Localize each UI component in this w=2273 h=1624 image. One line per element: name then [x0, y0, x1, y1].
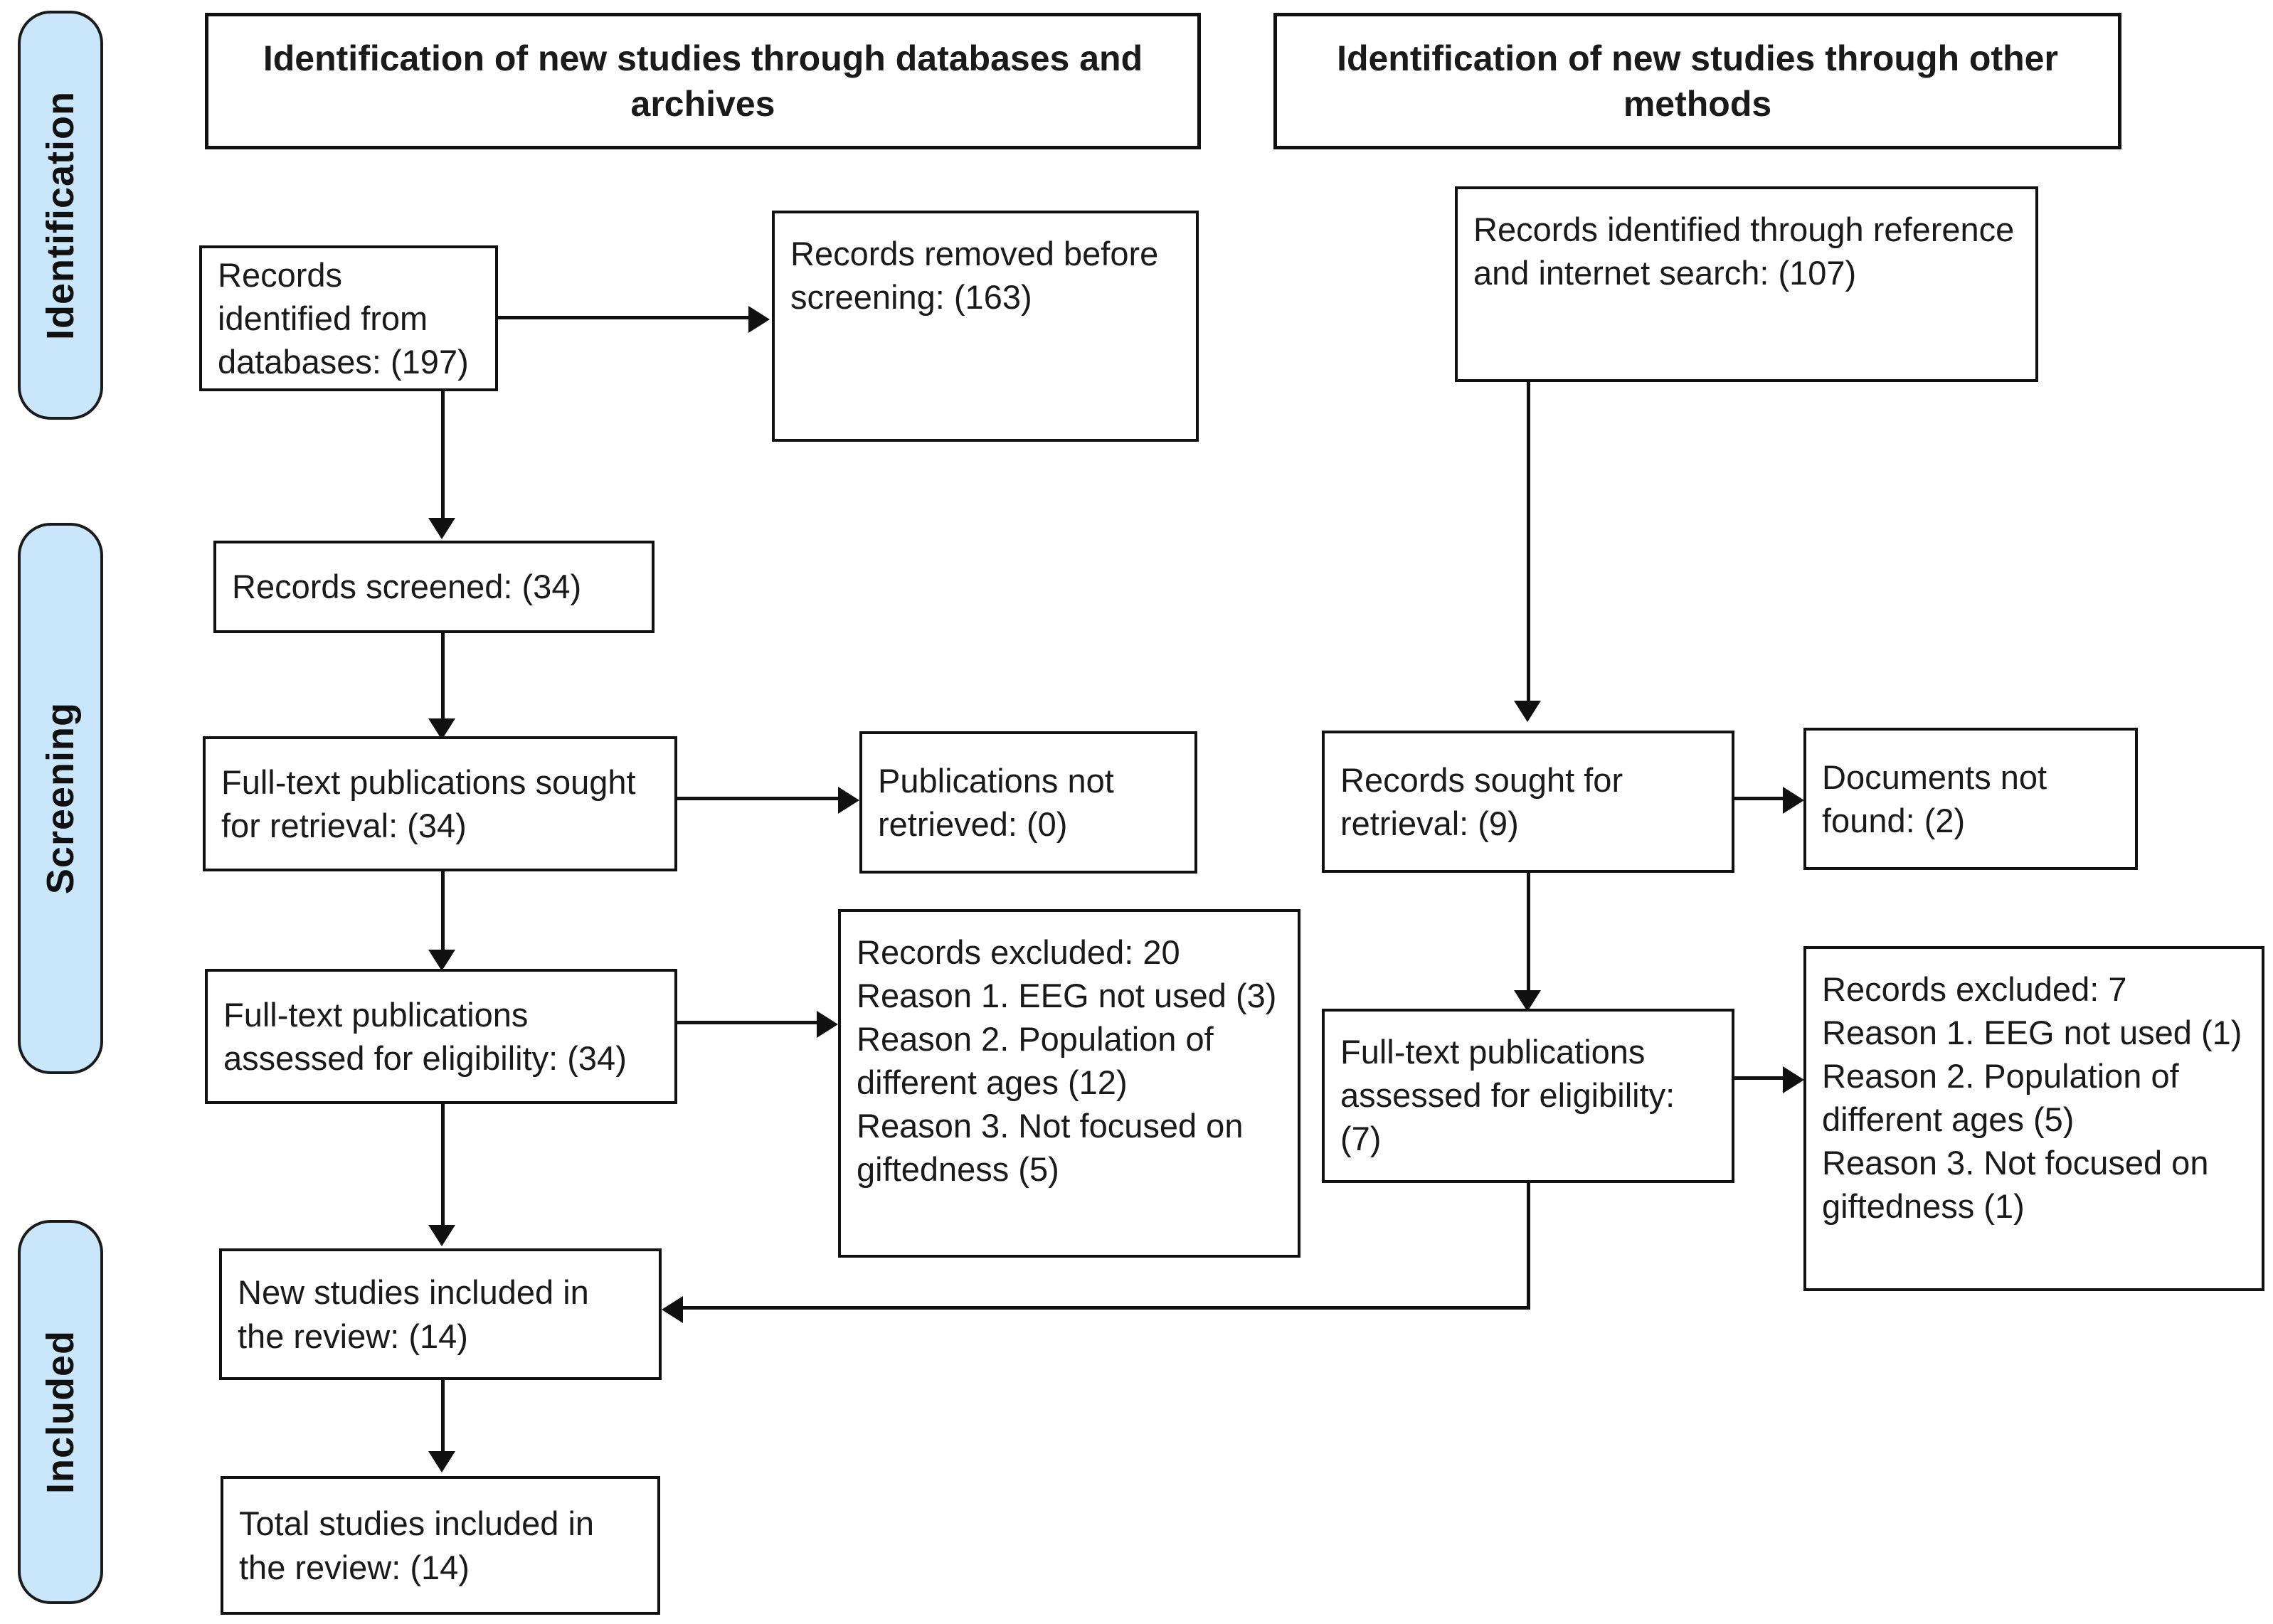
box-records-screened-text: Records screened: (34): [232, 568, 582, 606]
connector-other-to-sought: [1527, 382, 1530, 706]
arrowhead-assessed-to-included: [428, 1225, 455, 1246]
arrowhead-sought-to-assessed-left: [428, 950, 455, 971]
arrowhead-sought-to-not-found: [1783, 787, 1804, 814]
stage-label-screening-text: Screening: [39, 702, 82, 895]
connector-identified-to-removed: [498, 316, 748, 319]
box-publications-not-retrieved: Publications not retrieved: (0): [859, 731, 1197, 874]
box-records-screened: Records screened: (34): [213, 541, 655, 633]
connector-identified-to-screened: [441, 391, 445, 523]
box-new-studies-included: New studies included in the review: (14): [219, 1248, 662, 1380]
box-fulltext-assessed-right: Full-text publications assessed for elig…: [1322, 1009, 1734, 1183]
box-records-excluded-right: Records excluded: 7 Reason 1. EEG not us…: [1803, 946, 2264, 1291]
arrowhead-identified-to-removed: [748, 306, 770, 333]
arrowhead-assessed-to-excluded-left: [817, 1011, 838, 1038]
arrowhead-sought-to-not-retrieved: [838, 787, 859, 814]
box-records-identified-databases-text: Records identified from databases: (197): [218, 255, 469, 381]
arrowhead-sought-to-assessed-right: [1514, 990, 1541, 1012]
box-records-identified-other-text: Records identified through reference and…: [1473, 211, 2015, 292]
stage-label-identification-text: Identification: [39, 90, 82, 340]
box-records-sought-right: Records sought for retrieval: (9): [1322, 731, 1734, 873]
box-records-excluded-left-text: Records excluded: 20 Reason 1. EEG not u…: [857, 933, 1277, 1189]
connector-assessed-to-excluded-left: [677, 1021, 817, 1024]
box-total-studies-included-text: Total studies included in the review: (1…: [239, 1504, 595, 1586]
stage-label-screening: Screening: [18, 523, 103, 1074]
box-records-removed-before-screening: Records removed before screening: (163): [772, 211, 1199, 442]
header-databases-and-archives: Identification of new studies through da…: [205, 13, 1201, 149]
arrowhead-assessed-right-to-included: [662, 1296, 683, 1323]
header-databases-and-archives-text: Identification of new studies through da…: [263, 38, 1143, 124]
box-records-excluded-left: Records excluded: 20 Reason 1. EEG not u…: [838, 909, 1300, 1258]
connector-sought-to-not-found: [1734, 797, 1783, 800]
box-fulltext-assessed-left-text: Full-text publications assessed for elig…: [223, 995, 627, 1077]
box-records-sought-right-text: Records sought for retrieval: (9): [1340, 760, 1623, 842]
connector-sought-to-not-retrieved: [677, 797, 838, 800]
header-other-methods: Identification of new studies through ot…: [1273, 13, 2121, 149]
box-fulltext-sought-left-text: Full-text publications sought for retrie…: [221, 763, 636, 844]
header-other-methods-text: Identification of new studies through ot…: [1337, 38, 2058, 124]
box-records-excluded-right-text: Records excluded: 7 Reason 1. EEG not us…: [1822, 970, 2242, 1226]
connector-sought-to-assessed-left: [441, 871, 445, 955]
connector-assessed-to-included: [441, 1104, 445, 1231]
box-fulltext-assessed-left: Full-text publications assessed for elig…: [205, 969, 677, 1104]
connector-new-to-total: [441, 1380, 445, 1464]
box-new-studies-included-text: New studies included in the review: (14): [238, 1273, 589, 1355]
connector-assessed-right-elbow-vertical: [1527, 1181, 1530, 1309]
connector-assessed-to-excluded-right: [1734, 1076, 1783, 1080]
arrowhead-identified-to-screened: [428, 518, 455, 539]
stage-label-included-text: Included: [39, 1330, 82, 1494]
box-records-identified-other: Records identified through reference and…: [1455, 186, 2038, 382]
box-documents-not-found: Documents not found: (2): [1803, 728, 2138, 870]
stage-label-included: Included: [18, 1220, 103, 1604]
box-total-studies-included: Total studies included in the review: (1…: [221, 1476, 660, 1615]
box-records-identified-databases: Records identified from databases: (197): [199, 245, 498, 391]
box-documents-not-found-text: Documents not found: (2): [1822, 758, 2047, 839]
stage-label-identification: Identification: [18, 11, 103, 420]
box-publications-not-retrieved-text: Publications not retrieved: (0): [878, 761, 1114, 843]
box-fulltext-assessed-right-text: Full-text publications assessed for elig…: [1340, 1033, 1675, 1158]
connector-sought-to-assessed-right: [1527, 873, 1530, 995]
arrowhead-new-to-total: [428, 1451, 455, 1472]
box-fulltext-sought-left: Full-text publications sought for retrie…: [203, 736, 677, 871]
box-records-removed-before-screening-text: Records removed before screening: (163): [790, 235, 1159, 317]
connector-assessed-right-elbow-horizontal: [683, 1306, 1530, 1310]
arrowhead-other-to-sought: [1514, 701, 1541, 722]
arrowhead-assessed-to-excluded-right: [1783, 1066, 1804, 1093]
connector-screened-to-sought: [441, 633, 445, 724]
